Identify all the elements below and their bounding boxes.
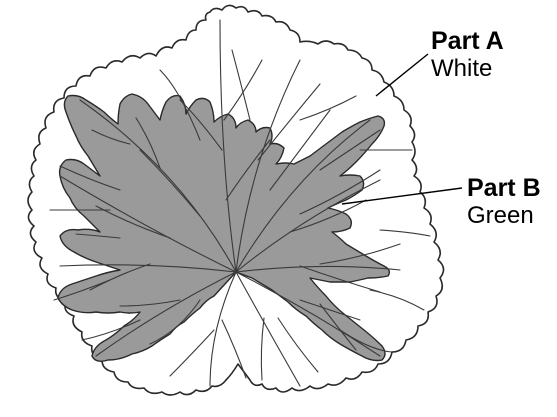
part-a-value: White xyxy=(431,57,504,81)
part-a-name: Part A xyxy=(431,29,504,54)
part-a-leader-line xyxy=(376,54,428,96)
part-b-name: Part B xyxy=(467,176,541,201)
part-b-label: Part B Green xyxy=(467,176,541,228)
part-a-label: Part A White xyxy=(431,29,504,81)
part-b-value: Green xyxy=(467,204,541,228)
